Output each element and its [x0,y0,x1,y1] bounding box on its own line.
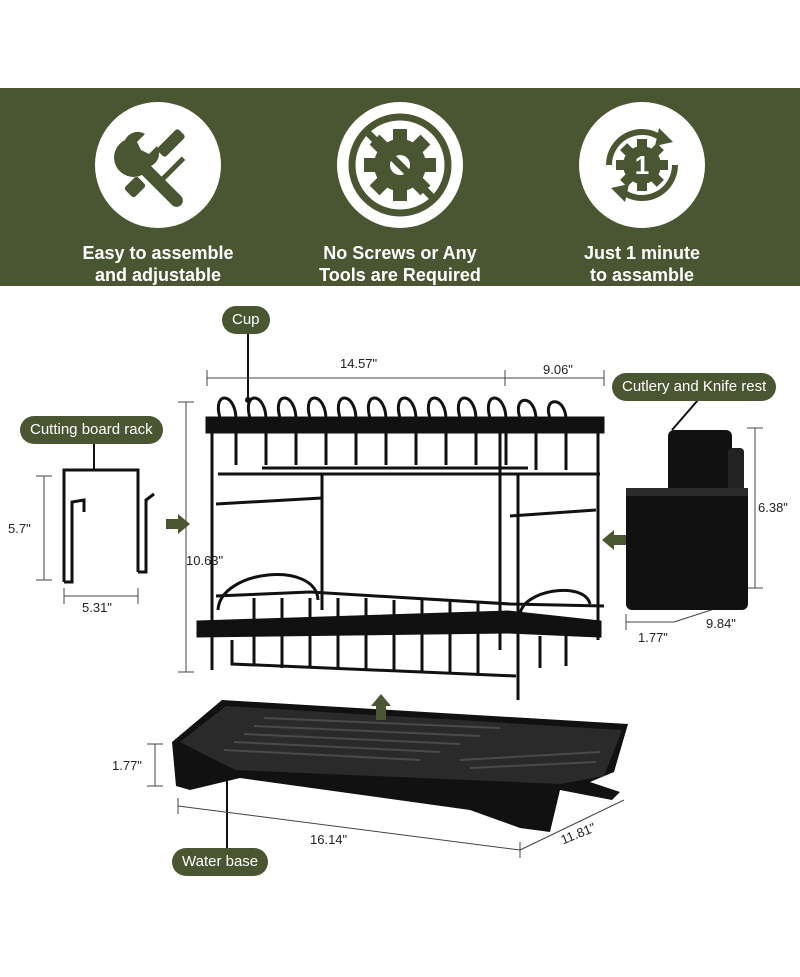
basket-wires [252,598,568,676]
cutting-board-rack [62,468,155,584]
water-base-tray [172,700,628,832]
feature-caption-line2: Tools are Required [319,265,481,285]
icon-digit: 1 [635,150,649,180]
water-base-label: Water base [172,848,269,876]
one-minute-cycle-icon: 1 [579,102,705,228]
feature-caption-line2: to assamble [589,265,695,285]
rack-width-dimension: 14.57" [340,356,378,371]
no-tools-gear-icon [337,102,463,228]
cutlery-height-dimension: 6.38" [758,500,788,515]
rack-depth-dimension: 9.06" [543,362,573,377]
board-width-dimension: 5.31" [82,600,112,615]
feature-caption-line1: Easy to assemble [82,243,234,263]
cutlery-width-dimension: 9.84" [706,616,736,631]
feature-caption-line1: No Screws or Any [323,243,477,263]
feature-caption-line2: and adjustable [94,265,222,285]
feature-banner: Easy to assemble and adjustable [0,88,800,286]
feature-caption-line1: Just 1 minute [583,243,701,263]
lower-dish-basket [196,573,605,678]
board-height-dimension: 5.7" [8,521,31,536]
dimension-lines [36,370,763,858]
plate-wires [217,396,568,470]
cutting-board-label: Cutting board rack [20,416,163,444]
cutlery-holder [626,430,748,610]
base-height-dimension: 1.77" [112,758,142,773]
feature-no-tools: No Screws or Any Tools are Required [300,88,500,286]
cup-label: Cup [222,306,270,334]
feature-one-minute: 1 Just 1 minute to assamble [542,88,742,286]
right-arrow-icon [166,514,190,534]
left-arrow-icon [602,530,626,550]
upper-dish-rack [205,396,605,700]
rack-height-dimension: 10.63" [186,553,224,568]
tools-icon [95,102,221,228]
base-width-dimension: 16.14" [310,832,348,847]
tray-grooves [223,717,601,769]
feature-easy-assemble: Easy to assemble and adjustable [58,88,258,286]
up-arrow-icon [371,694,391,720]
direction-arrows [166,514,626,720]
cutlery-depth-dimension: 1.77" [638,630,668,645]
cutlery-label: Cutlery and Knife rest [612,373,777,401]
cup-holder-callout-line [93,334,699,852]
